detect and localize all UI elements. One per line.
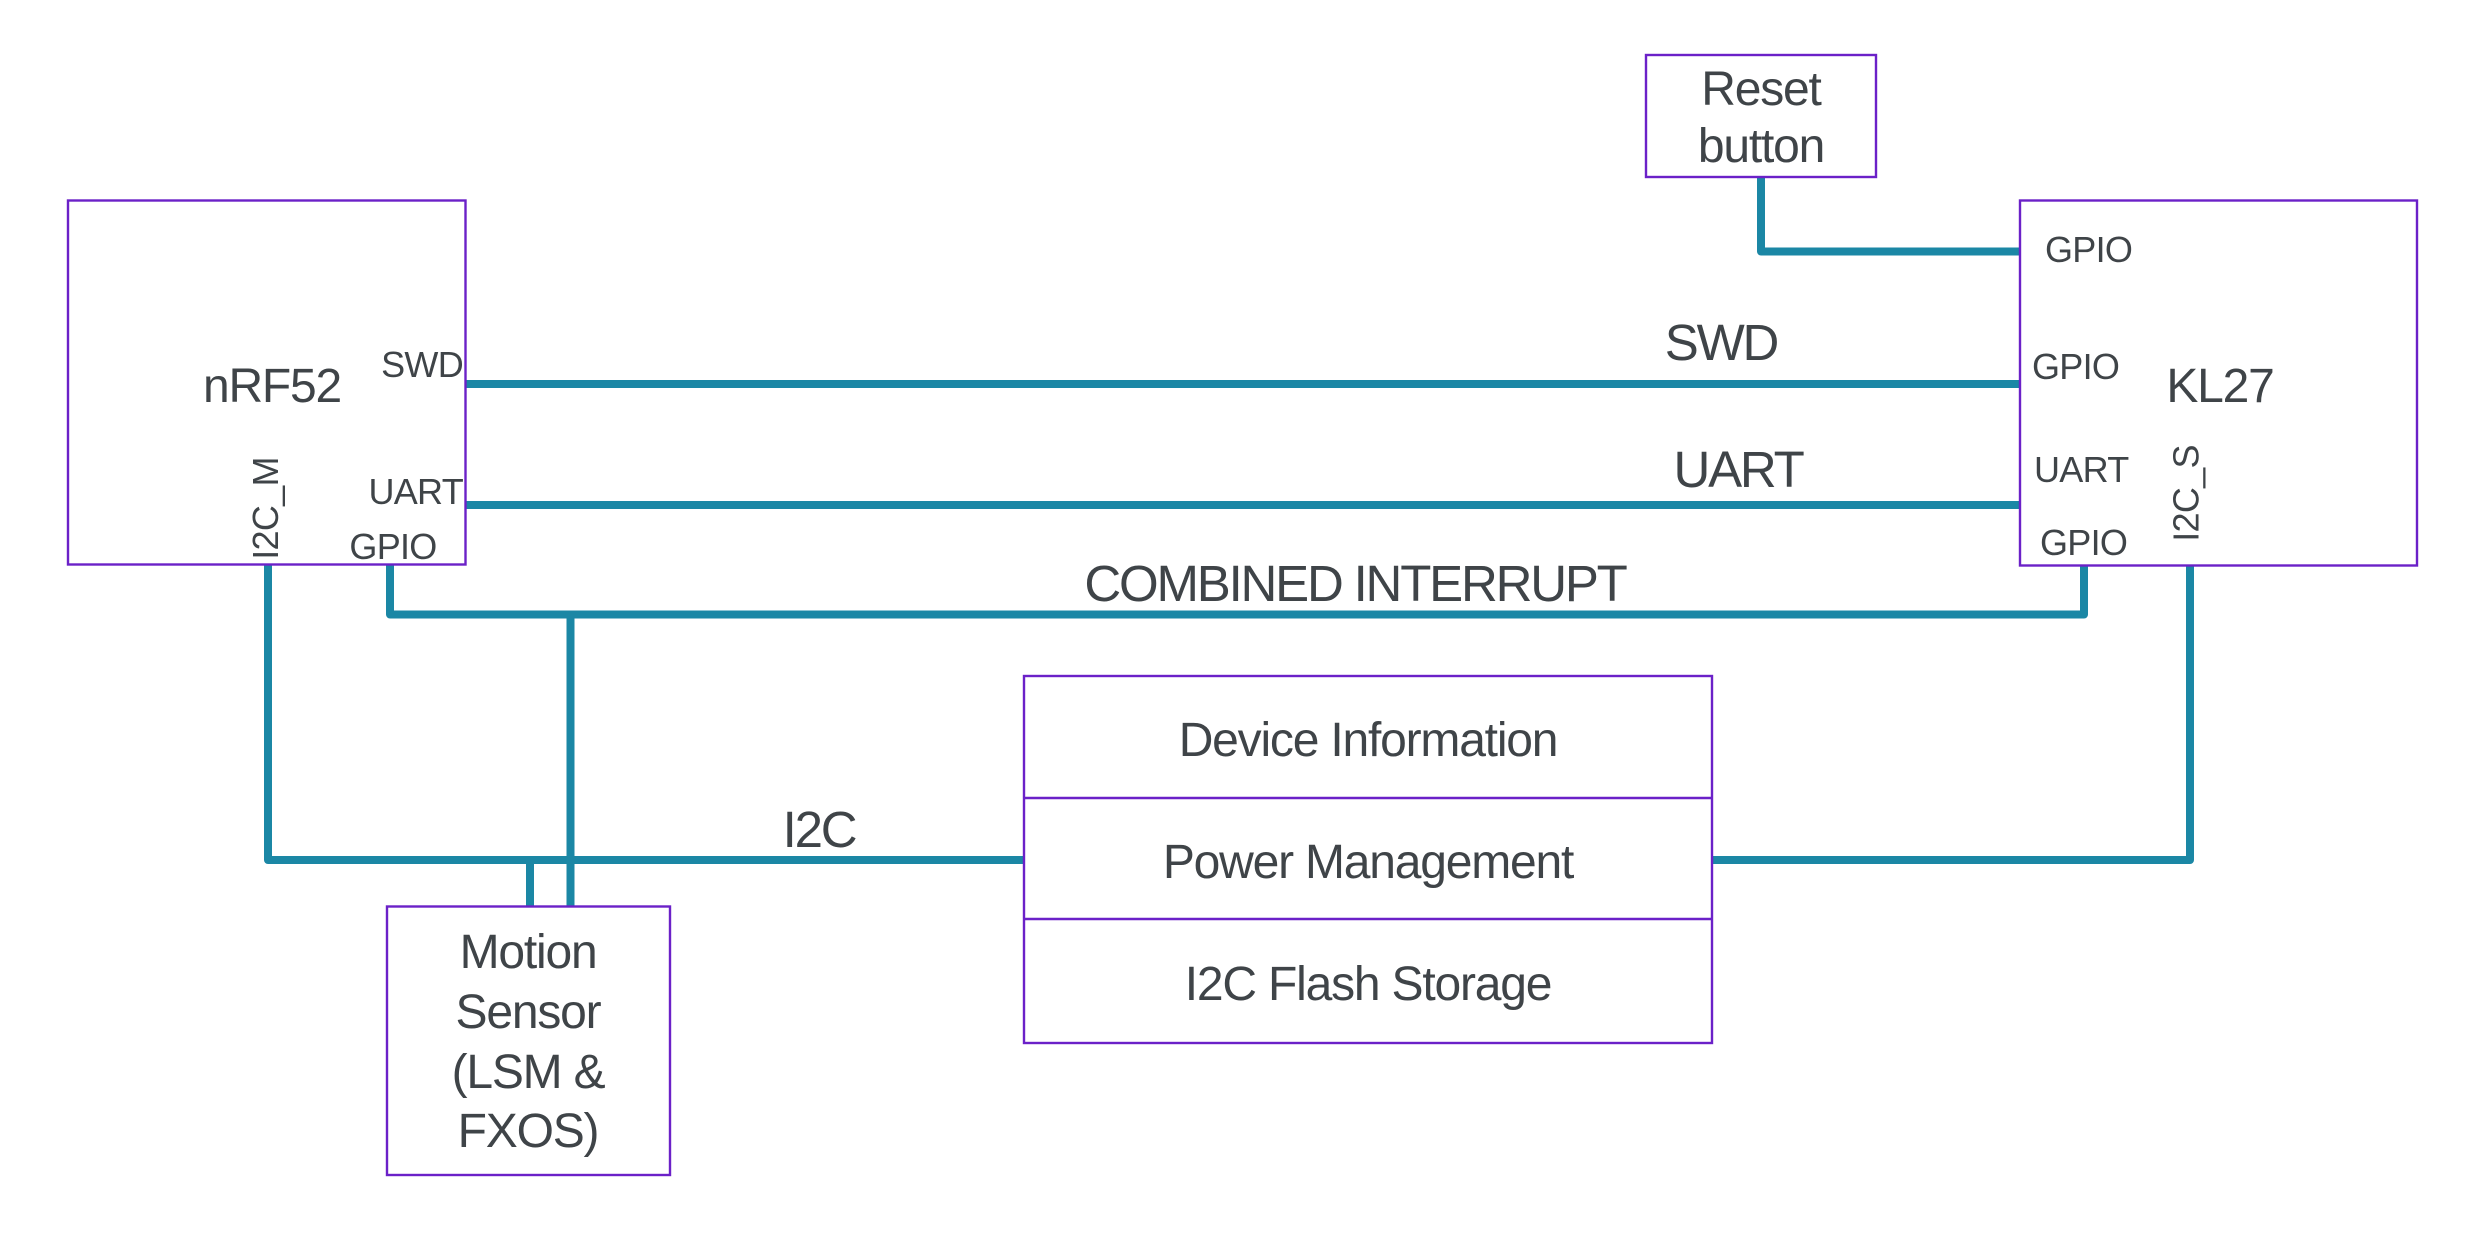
svg-text:Power Management: Power Management: [1163, 836, 1574, 889]
svg-text:I2C_S: I2C_S: [2166, 445, 2207, 542]
svg-text:FXOS): FXOS): [458, 1105, 599, 1158]
svg-text:(LSM &: (LSM &: [452, 1046, 606, 1099]
svg-text:button: button: [1698, 120, 1824, 173]
svg-text:GPIO: GPIO: [349, 526, 436, 567]
svg-text:SWD: SWD: [381, 344, 463, 385]
svg-text:UART: UART: [2034, 449, 2129, 490]
svg-text:nRF52: nRF52: [203, 360, 341, 413]
svg-text:Reset: Reset: [1701, 63, 1821, 116]
svg-text:UART: UART: [368, 471, 463, 512]
svg-text:Motion: Motion: [460, 926, 597, 979]
svg-text:UART: UART: [1673, 441, 1803, 498]
svg-text:Sensor: Sensor: [456, 986, 602, 1039]
svg-text:SWD: SWD: [1665, 314, 1778, 371]
svg-text:I2C_M: I2C_M: [245, 457, 286, 560]
svg-text:GPIO: GPIO: [2032, 346, 2119, 387]
svg-text:GPIO: GPIO: [2045, 229, 2132, 270]
svg-text:GPIO: GPIO: [2040, 522, 2127, 563]
svg-text:COMBINED INTERRUPT: COMBINED INTERRUPT: [1084, 555, 1626, 612]
svg-text:KL27: KL27: [2166, 360, 2273, 413]
svg-text:I2C: I2C: [783, 801, 856, 858]
svg-text:Device Information: Device Information: [1179, 714, 1558, 767]
svg-text:I2C Flash Storage: I2C Flash Storage: [1185, 958, 1551, 1011]
